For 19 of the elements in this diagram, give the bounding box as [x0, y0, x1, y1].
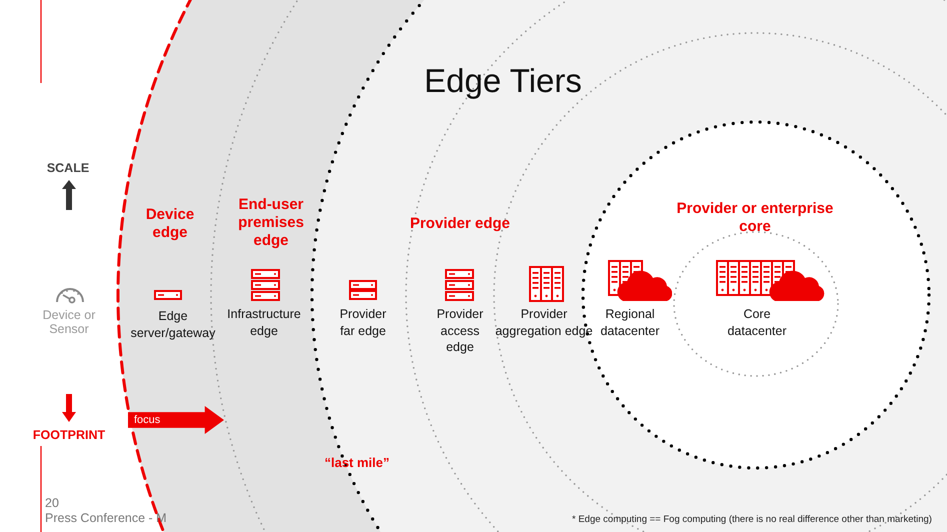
- tier-heading: Provider edge: [408, 215, 512, 233]
- footer-text: Press Conference - M: [45, 511, 168, 525]
- tier-label: Regional datacenter: [599, 306, 661, 339]
- tier-label: Provider aggregation edge: [494, 306, 594, 339]
- tier-label: Provider access edge: [436, 306, 484, 356]
- tier-label: Edge server/gateway: [130, 308, 216, 341]
- tier-label: Infrastructure edge: [226, 306, 302, 339]
- tier-heading: Device edge: [144, 206, 196, 242]
- tier-label: “last mile”: [323, 455, 391, 470]
- tier-heading: Provider or enterprise core: [676, 200, 834, 236]
- tier-heading: End-user premises edge: [237, 196, 305, 250]
- tier-label: Device or Sensor: [42, 308, 96, 336]
- tier-label: FOOTPRINT: [32, 428, 106, 442]
- tier-label: Core datacenter: [726, 306, 788, 339]
- tier-label: SCALE: [46, 161, 90, 175]
- tier-label: Provider far edge: [338, 306, 388, 339]
- footer-text: 20: [45, 496, 60, 510]
- footnote: * Edge computing == Fog computing (there is no real difference other than marketing): [572, 514, 933, 525]
- diagram-title: Edge Tiers: [423, 62, 583, 100]
